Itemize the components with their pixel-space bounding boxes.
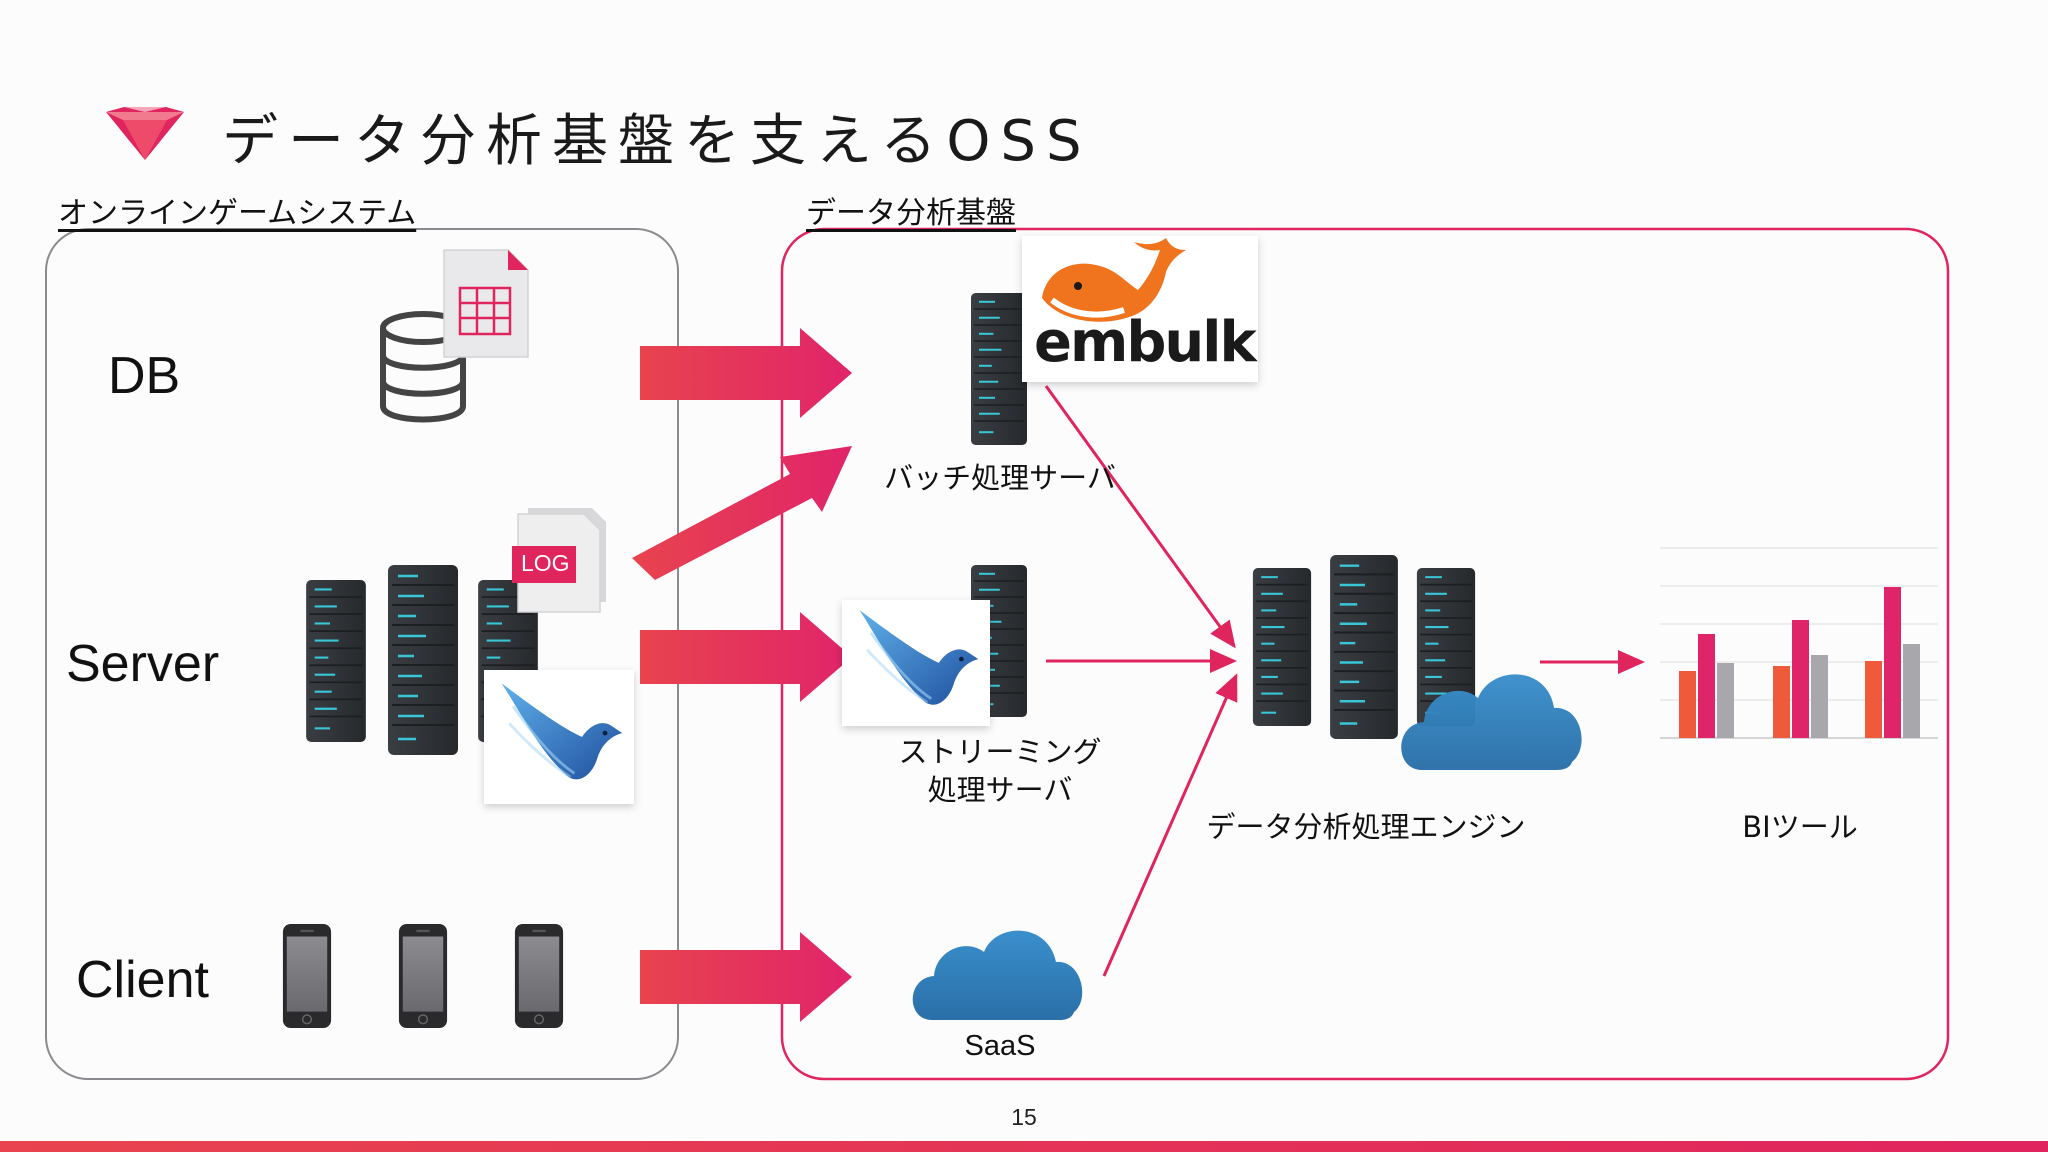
bar-chart-icon xyxy=(1660,547,1938,739)
source-label-server: Server xyxy=(66,635,220,693)
page-number: 15 xyxy=(1011,1104,1037,1130)
footer-bar xyxy=(0,1141,2048,1152)
cloud-icon xyxy=(1401,674,1582,770)
page-title: データ分析基盤を支えるOSS xyxy=(222,109,1092,174)
cloud-icon xyxy=(912,930,1083,1020)
spreadsheet-icon xyxy=(443,249,529,358)
embulk-whale-icon xyxy=(1022,236,1258,382)
embulk-logo-text: embulk xyxy=(1034,310,1257,375)
flow-arrow-db xyxy=(640,328,852,418)
smartphone-icon xyxy=(282,924,564,1028)
log-file-icon xyxy=(512,508,606,613)
log-badge-label: LOG xyxy=(521,550,570,576)
batch-server-icon xyxy=(969,293,1029,445)
section-title-game-system: オンラインゲームシステム xyxy=(58,196,417,231)
fluentd-bird-icon xyxy=(842,600,990,726)
fluentd-bird-icon xyxy=(484,670,634,804)
flow-arrow-log xyxy=(632,446,852,580)
database-icon xyxy=(380,311,466,423)
flow-arrow-client xyxy=(640,932,852,1022)
saas-label: SaaS xyxy=(964,1030,1036,1062)
flow-arrow-server xyxy=(640,612,852,702)
source-label-client: Client xyxy=(76,951,209,1009)
source-label-db: DB xyxy=(108,347,181,405)
bi-tool-label: BIツール xyxy=(1742,810,1858,844)
batch-server-label: バッチ処理サーバ xyxy=(884,461,1116,495)
flow-line-saas-engine xyxy=(1102,673,1238,977)
ruby-gem-icon xyxy=(106,107,184,160)
streaming-server-label-line1: ストリーミング xyxy=(898,735,1102,769)
streaming-server-label-line2: 処理サーバ xyxy=(927,773,1073,807)
flow-line-batch-engine xyxy=(1044,385,1236,649)
engine-label: データ分析処理エンジン xyxy=(1206,810,1526,844)
section-title-analytics: データ分析基盤 xyxy=(806,196,1016,231)
